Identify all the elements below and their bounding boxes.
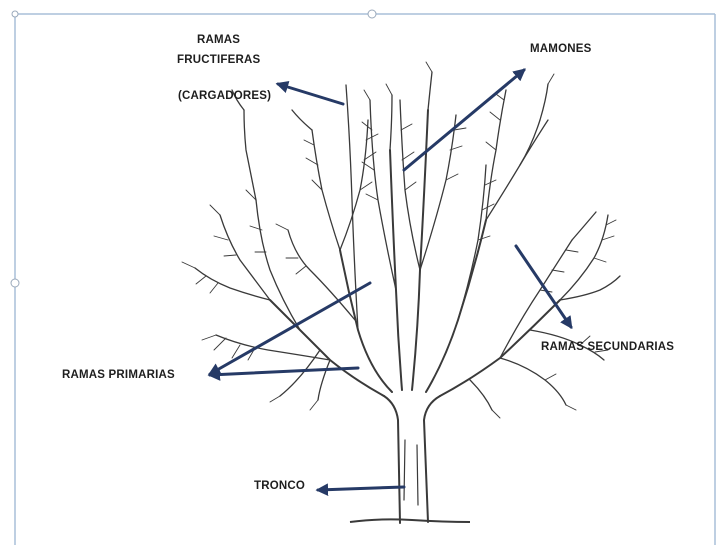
twigs — [182, 62, 616, 418]
arrow-ramas-primarias-upper — [210, 283, 370, 374]
label-ramas-primarias: RAMAS PRIMARIAS — [62, 369, 175, 381]
document-frame — [11, 10, 715, 545]
label-ramas-fructiferas-line2: FRUCTIFERAS — [177, 54, 260, 66]
label-cargadores: (CARGADORES) — [178, 90, 271, 102]
trunk — [384, 396, 440, 523]
arrow-ramas-fructiferas — [278, 84, 343, 104]
secondary-branches — [195, 72, 620, 410]
arrow-ramas-primarias-lower — [210, 368, 358, 375]
ground-line — [350, 519, 470, 522]
arrow-mamones — [404, 70, 524, 170]
label-ramas-secundarias: RAMAS SECUNDARIAS — [541, 341, 674, 353]
primary-branches — [270, 110, 560, 396]
arrow-tronco — [318, 487, 404, 490]
label-tronco: TRONCO — [254, 480, 305, 492]
label-ramas-fructiferas-line1: RAMAS — [197, 34, 240, 46]
label-mamones: MAMONES — [530, 43, 592, 55]
annotation-labels: RAMAS FRUCTIFERAS (CARGADORES) MAMONES R… — [62, 34, 674, 492]
tree-illustration — [182, 62, 620, 523]
